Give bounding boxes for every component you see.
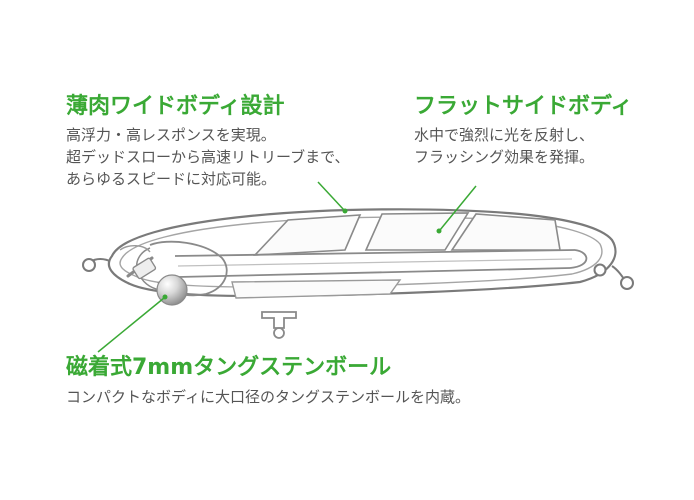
leader-dot-body: [342, 208, 348, 214]
callout-title: 薄肉ワイドボディ設計: [66, 94, 285, 119]
callout-description: コンパクトなボディに大口径のタングステンボールを内蔵。: [66, 386, 470, 408]
callout-title: 磁着式7mmタングステンボール: [66, 355, 392, 380]
callout-flat-side: フラットサイドボディ 水中で強烈に光を反射し、 フラッシング効果を発揮。: [414, 96, 632, 168]
belly-hook-hanger: [261, 311, 297, 339]
description-line: 高浮力・高レスポンスを実現。: [66, 126, 276, 144]
callout-tungsten-ball: 磁着式7mmタングステンボール コンパクトなボディに大口径のタングステンボールを…: [66, 357, 470, 408]
ball-channel: [174, 249, 588, 278]
description-line: あらゆるスピードに対応可能。: [66, 170, 277, 188]
leader-line-flat-side: [439, 185, 477, 231]
description-line: 超デッドスローから高速リトリーブまで、: [66, 148, 350, 166]
callout-description: 高浮力・高レスポンスを実現。 超デッドスローから高速リトリーブまで、 あらゆるス…: [66, 124, 350, 190]
front-line-eye: [82, 258, 113, 272]
leader-line-body: [317, 181, 345, 211]
callout-description: 水中で強烈に光を反射し、 フラッシング効果を発揮。: [414, 124, 632, 168]
leader-dot-flat-side: [436, 228, 442, 234]
description-line: コンパクトなボディに大口径のタングステンボールを内蔵。: [66, 388, 470, 406]
description-line: 水中で強烈に光を反射し、: [414, 126, 595, 144]
callout-title: フラットサイドボディ: [414, 94, 633, 119]
lower-chamber: [231, 279, 402, 299]
leader-dot-ball: [162, 294, 168, 300]
flat-side-panels: [253, 212, 561, 256]
callout-wide-body: 薄肉ワイドボディ設計 高浮力・高レスポンスを実現。 超デッドスローから高速リトリ…: [66, 96, 350, 190]
leader-line-ball: [97, 297, 165, 353]
description-line: フラッシング効果を発揮。: [414, 148, 595, 166]
tail-eye: [593, 263, 634, 290]
